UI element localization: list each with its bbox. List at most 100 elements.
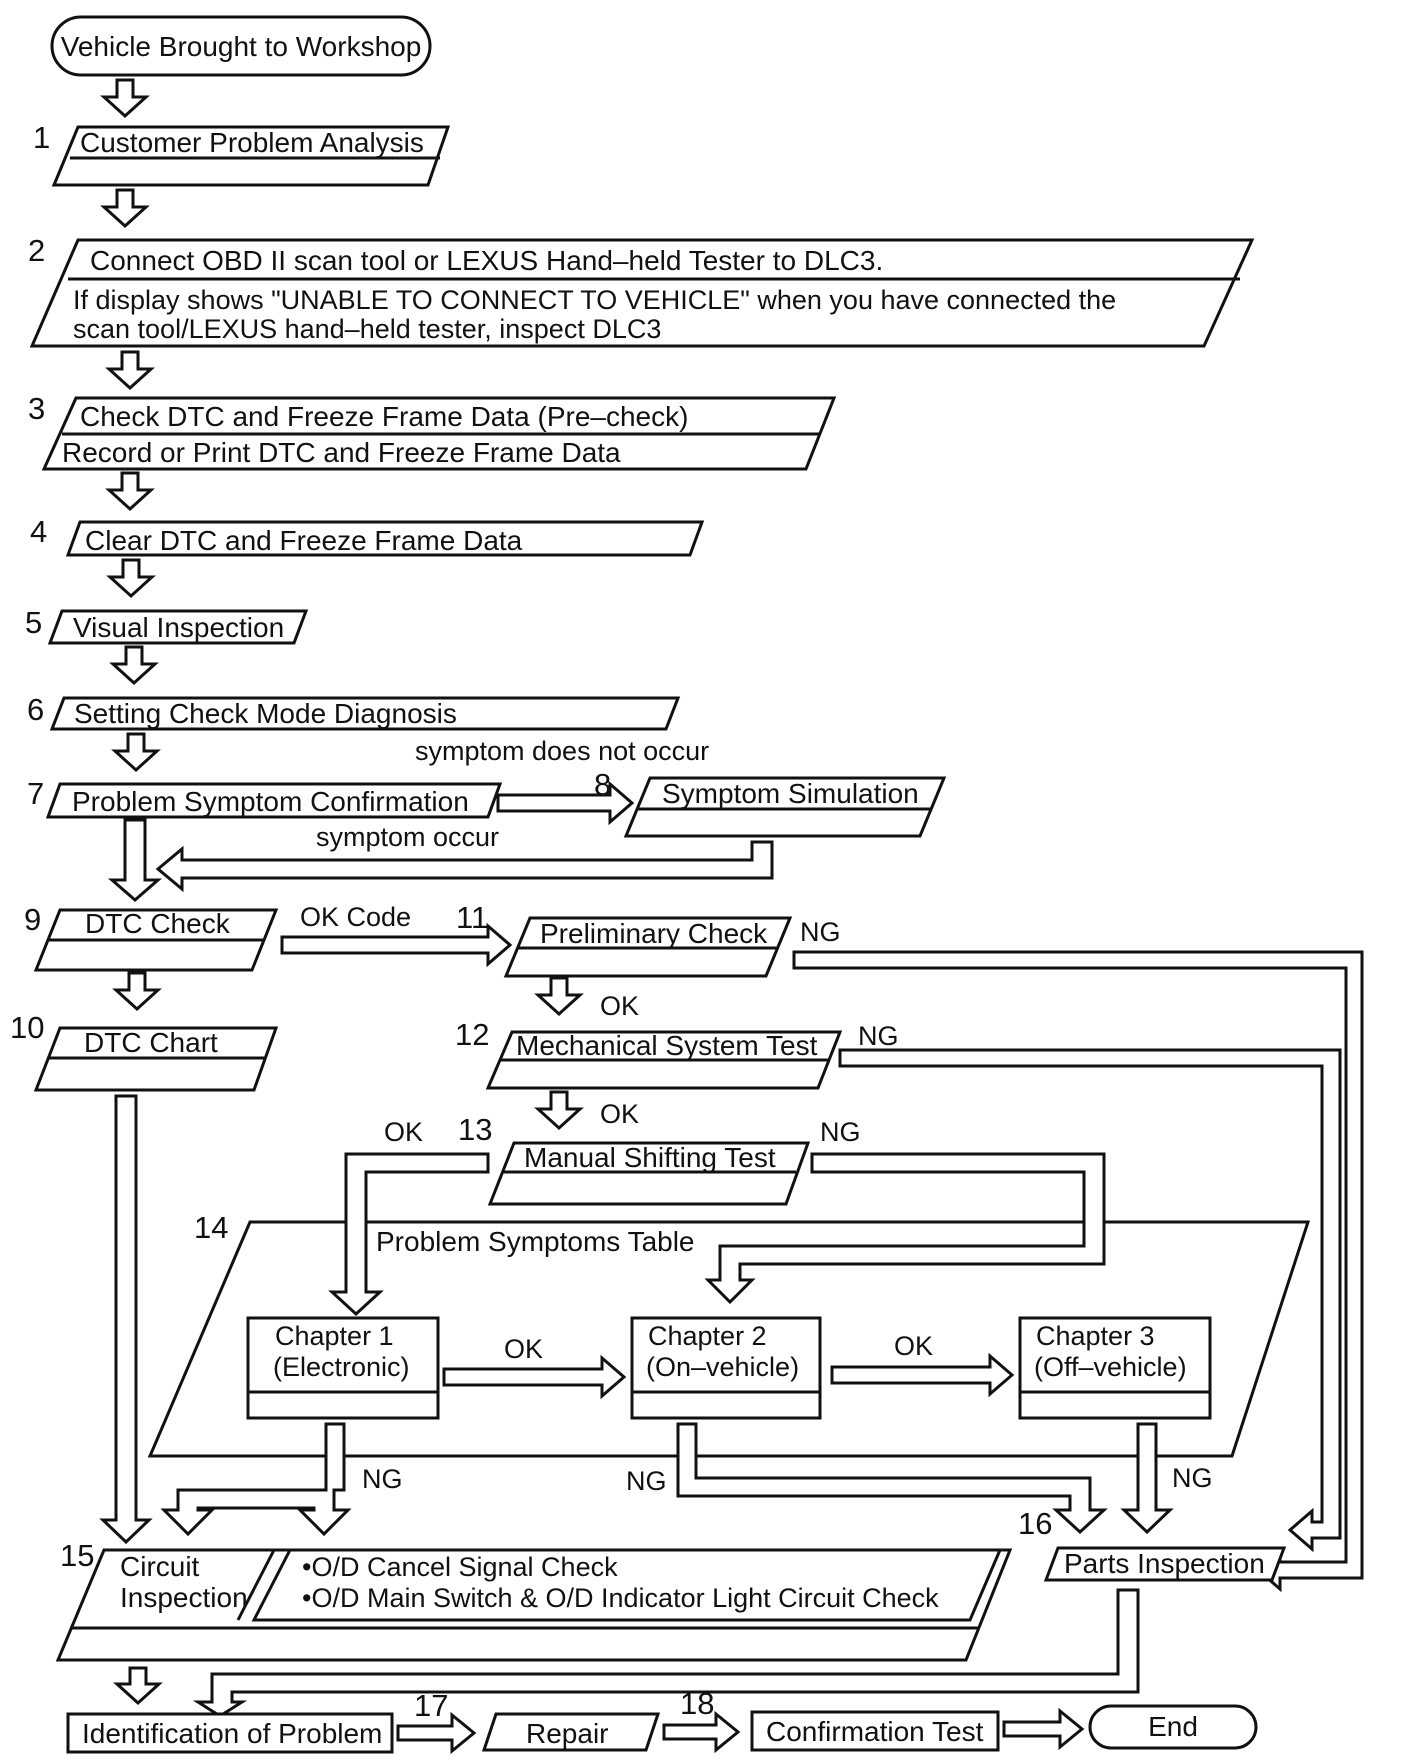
ng-label-13: NG [820,1117,861,1147]
step-2-line3: scan tool/LEXUS hand–held tester, inspec… [73,314,661,344]
symptom-not-occur-label: symptom does not occur [415,736,709,766]
ng-label-chapter-1: NG [362,1464,403,1494]
step-14-label: Problem Symptoms Table [376,1226,695,1257]
step-5-number: 5 [25,605,42,640]
arrow-7-to-9 [107,818,163,902]
step-6-number: 6 [27,692,44,727]
end-label: End [1148,1711,1198,1742]
step-2-line1: Connect OBD II scan tool or LEXUS Hand–h… [90,245,883,276]
arrow-12-ng [838,1048,1342,1553]
step-12-number: 12 [455,1017,489,1052]
symptom-occur-label: symptom occur [316,822,499,852]
step-16: 16 Parts Inspection [1018,1506,1287,1582]
ok-label-13: OK [384,1117,423,1147]
ng-label-chapter-3: NG [1172,1463,1213,1493]
step-10: 10 DTC Chart [10,1010,279,1092]
arrow-6-to-7 [111,732,161,773]
identification-label: Identification of Problem [82,1718,382,1749]
step-7: 7 Problem Symptom Confirmation [27,776,503,819]
step-2-line2: If display shows "UNABLE TO CONNECT TO V… [73,285,1116,315]
step-15-check-2: •O/D Main Switch & O/D Indicator Light C… [302,1583,939,1613]
step-14-number: 14 [194,1210,228,1245]
arrow-identification-down-a [113,1666,163,1706]
step-7-label: Problem Symptom Confirmation [72,786,469,817]
step-8-label: Symptom Simulation [662,778,919,809]
step-8: 8 Symptom Simulation [594,767,947,838]
chapter-3-subtitle: (Off–vehicle) [1034,1352,1187,1382]
arrow-start-to-1 [100,78,150,119]
step-1-number: 1 [33,120,50,155]
step-5-label: Visual Inspection [73,612,284,643]
arrow-11-to-12 [534,976,584,1017]
identification-box: Identification of Problem [66,1712,394,1754]
step-13: 13 Manual Shifting Test [458,1112,811,1206]
step-5: 5 Visual Inspection [25,605,309,645]
arrow-1-to-2 [100,188,150,229]
ok-label-12: OK [600,1099,639,1129]
arrow-7-to-8 [496,780,635,826]
ng-label-chapter-2: NG [626,1466,667,1496]
step-4-label: Clear DTC and Freeze Frame Data [85,525,523,556]
arrow-8-return [155,840,774,893]
arrow-chapter-2-ng [676,1422,1108,1535]
step-10-number: 10 [10,1010,44,1045]
step-13-label: Manual Shifting Test [524,1142,776,1173]
step-1: 1 Customer Problem Analysis [33,120,451,187]
ng-label-11: NG [800,917,841,947]
ok-label-chapter-1: OK [504,1334,543,1364]
step-9-label: DTC Check [85,908,231,939]
start-label: Vehicle Brought to Workshop [61,31,422,62]
step-13-number: 13 [458,1112,492,1147]
step-15-check-1: •O/D Cancel Signal Check [302,1552,618,1582]
step-2-number: 2 [28,233,45,268]
step-4-number: 4 [30,514,47,549]
arrow-12-to-13 [534,1090,584,1131]
step-2: 2 Connect OBD II scan tool or LEXUS Hand… [28,233,1255,348]
step-17: Repair [481,1712,661,1752]
chapter-1-title: Chapter 1 [275,1321,394,1351]
step-16-label: Parts Inspection [1064,1548,1265,1579]
step-12: 12 Mechanical System Test [455,1017,843,1090]
step-18-label: Confirmation Test [766,1716,984,1747]
arrow-5-to-6 [109,645,159,686]
step-17-label: Repair [526,1718,608,1749]
step-6: 6 Setting Check Mode Diagnosis [27,692,681,731]
ok-label-11: OK [600,991,639,1021]
step-11-number: 11 [456,900,488,935]
step-18: Confirmation Test [750,1710,1000,1752]
step-15-line2: Inspection [120,1582,248,1613]
step-9: 9 DTC Check [24,902,279,972]
step-18-number: 18 [680,1686,714,1721]
arrow-9-to-10 [112,971,162,1012]
step-9-number: 9 [24,902,41,937]
step-15-line1: Circuit [120,1551,200,1582]
chapter-2: Chapter 2 (On–vehicle) [630,1316,822,1420]
chapter-2-subtitle: (On–vehicle) [646,1352,799,1382]
step-15: 15 Circuit Inspection •O/D Cancel Signal… [55,1538,1013,1662]
ok-label-chapter-2: OK [894,1331,933,1361]
arrow-3-to-4 [105,471,155,512]
step-16-number: 16 [1018,1506,1052,1541]
chapter-1: Chapter 1 (Electronic) [246,1316,440,1420]
arrow-to-end [1002,1707,1085,1751]
step-15-number: 15 [60,1538,94,1573]
step-11: 11 Preliminary Check [456,900,793,978]
step-17-number: 17 [414,1688,448,1723]
step-4: 4 Clear DTC and Freeze Frame Data [30,514,705,557]
chapter-1-subtitle: (Electronic) [273,1352,410,1382]
step-3-number: 3 [28,391,45,426]
step-7-number: 7 [27,776,44,811]
arrow-4-to-5 [106,558,156,599]
arrow-chapter-2-to-3 [830,1352,1015,1398]
step-10-label: DTC Chart [84,1027,218,1058]
end-terminal: End [1088,1704,1258,1750]
arrow-chapter-1-to-2 [442,1354,627,1400]
arrow-16-return [192,1588,1140,1718]
arrow-2-to-3 [105,350,155,391]
step-1-label: Customer Problem Analysis [80,127,424,158]
arrow-10-to-15 [99,1094,153,1545]
arrow-to-repair [396,1711,477,1755]
arrow-to-confirmation [662,1710,741,1754]
chapter-2-title: Chapter 2 [648,1321,767,1351]
